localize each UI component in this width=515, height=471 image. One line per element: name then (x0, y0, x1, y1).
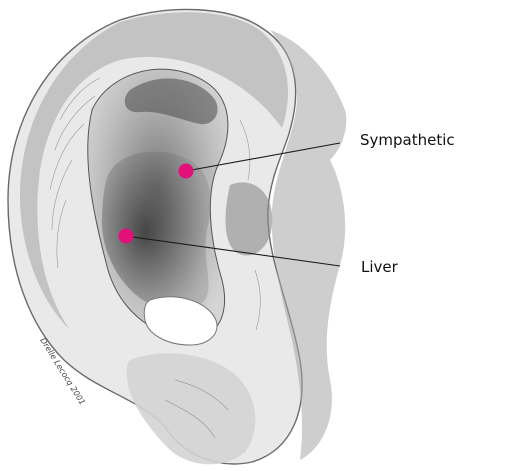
ear-illustration (8, 10, 346, 465)
point-liver (119, 229, 134, 244)
point-sympathetic (179, 164, 194, 179)
label-sympathetic: Sympathetic (360, 131, 455, 149)
label-liver: Liver (361, 258, 398, 276)
